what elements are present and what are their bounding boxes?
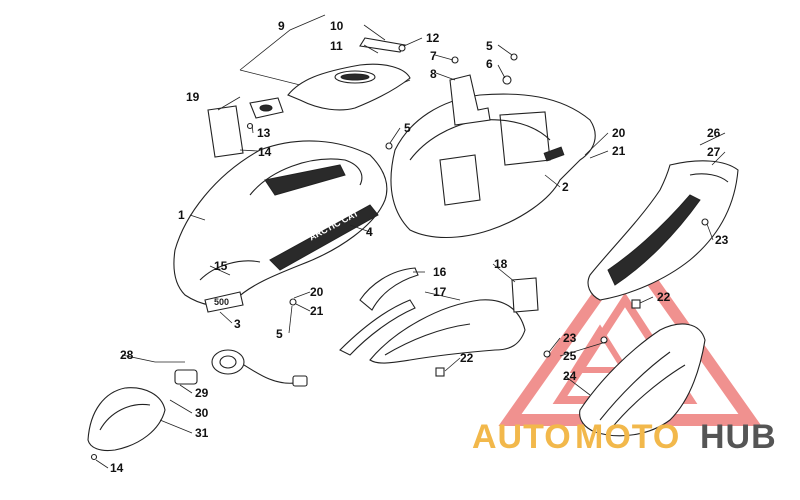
part-8-bracket (449, 74, 491, 126)
callout-22-right: 22 (657, 290, 671, 304)
callout-23-right: 23 (715, 233, 729, 247)
part-29-socket (174, 369, 198, 385)
watermark-triangle-small (569, 324, 631, 373)
callout-17: 17 (433, 285, 447, 299)
callout-14-top: 14 (258, 145, 272, 159)
callout-2: 2 (562, 180, 569, 194)
part-17-side-panel (369, 299, 526, 364)
watermark-moto: MOTO (575, 418, 680, 456)
callout-18: 18 (494, 257, 508, 271)
callout-20-right: 20 (612, 126, 626, 140)
callout-8: 8 (430, 67, 437, 81)
callout-14-bottom: 14 (110, 461, 124, 475)
callout-27: 27 (707, 145, 721, 159)
part-18-sticker (511, 277, 539, 313)
callout-6: 6 (486, 57, 493, 71)
callout-1: 1 (178, 208, 185, 222)
callout-19: 19 (186, 90, 200, 104)
callout-5-bottom: 5 (276, 327, 283, 341)
watermark-auto: AUTO (472, 418, 572, 456)
callout-21-left: 21 (310, 304, 324, 318)
part-24-rear-fender-lower (579, 323, 706, 437)
callout-30: 30 (195, 406, 209, 420)
callout-15: 15 (214, 259, 228, 273)
callout-11: 11 (330, 39, 343, 53)
part-19-sticker (207, 105, 244, 158)
callout-4: 4 (366, 225, 373, 239)
callout-24: 24 (563, 369, 577, 383)
callout-22-left: 22 (460, 351, 474, 365)
callout-28: 28 (120, 348, 134, 362)
callout-25: 25 (563, 349, 577, 363)
callout-21-right: 21 (612, 144, 626, 158)
callout-13: 13 (257, 126, 271, 140)
callout-3: 3 (234, 317, 241, 331)
callout-23-left: 23 (563, 331, 577, 345)
callout-20-left: 20 (310, 285, 324, 299)
callout-5-top: 5 (486, 39, 493, 53)
watermark-text: AUTO MOTO HUB (472, 418, 777, 456)
callout-26: 26 (707, 126, 721, 140)
decal-model-text: 500 (214, 297, 229, 307)
part-11-panel (287, 63, 411, 111)
watermark-hub: HUB (700, 418, 777, 456)
part-31-headlight-housing (87, 387, 166, 452)
callout-labels: 9 10 11 12 7 8 5 6 5 19 13 14 1 4 2 20 2… (110, 19, 729, 475)
part-2-rear-fender (390, 93, 596, 239)
callout-16: 16 (433, 265, 447, 279)
callout-9: 9 (278, 19, 285, 33)
part-16-strip (359, 267, 419, 311)
callout-5-mid: 5 (404, 121, 411, 135)
callout-10: 10 (330, 19, 344, 33)
callout-29: 29 (195, 386, 209, 400)
callout-12: 12 (426, 31, 440, 45)
front-fender-decal (269, 204, 379, 271)
callout-7: 7 (430, 49, 437, 63)
leader-lines (95, 24, 726, 469)
callout-31: 31 (195, 426, 209, 440)
